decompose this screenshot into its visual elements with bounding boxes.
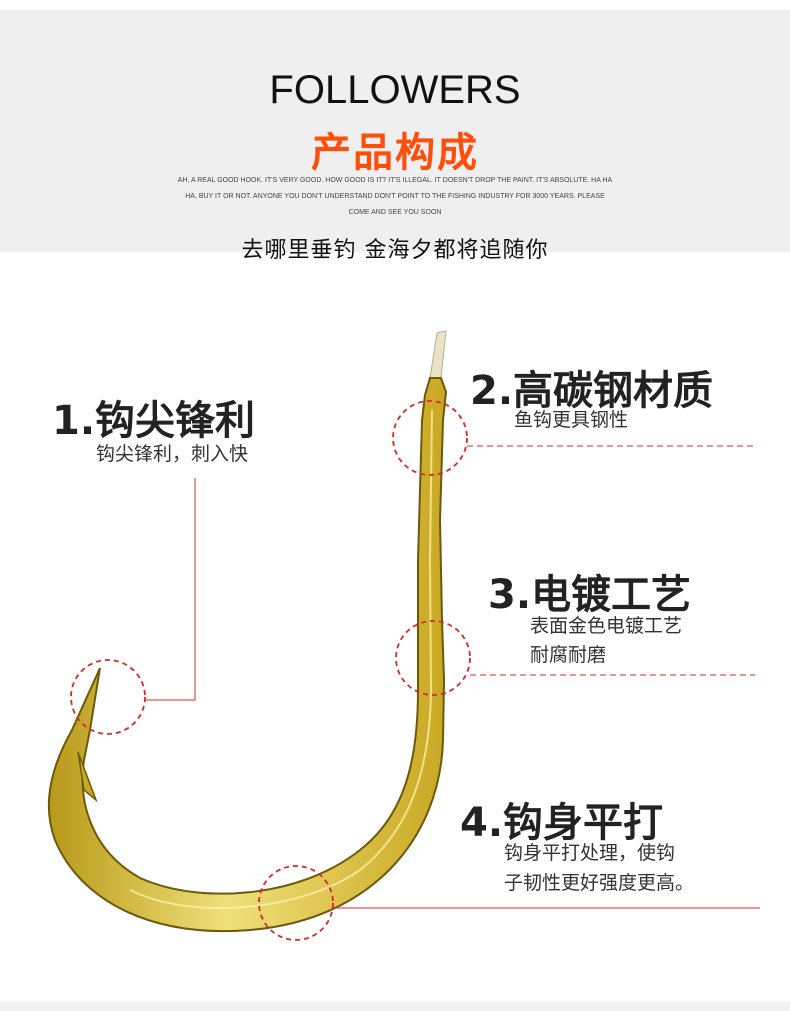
hook-eye-icon — [429, 330, 447, 379]
header-banner: FOLLOWERS 产品构成 AH, A REAL GOOD HOOK. IT'… — [0, 10, 790, 263]
slogan: 去哪里垂钓 金海夕都将追随你 — [241, 238, 549, 263]
hook-body-icon — [47, 377, 448, 932]
feature-desc-plating-1: 表面金色电镀工艺 — [530, 615, 683, 637]
blurb-line: AH, A REAL GOOD HOOK. IT'S VERY GOOD. HO… — [177, 177, 613, 184]
callout-circle-plating-icon — [395, 620, 471, 696]
leader-line-point-icon — [145, 478, 196, 701]
feature-title-body: 4.钩身平打 — [460, 800, 664, 846]
blurb-text: AH, A REAL GOOD HOOK. IT'S VERY GOOD. HO… — [150, 173, 640, 221]
callout-circle-body-icon — [258, 865, 334, 941]
feature-title-point: 1.钩尖锋利 — [52, 398, 256, 444]
callout-circle-point-icon — [70, 659, 146, 735]
feature-desc-point: 钩尖锋利，刺入快 — [96, 443, 249, 465]
feature-title-material: 2.高碳钢材质 — [470, 368, 714, 414]
hook-highlight-icon — [129, 409, 433, 909]
feature-desc-material: 鱼钩更具钢性 — [514, 409, 629, 431]
title-en: FOLLOWERS — [269, 68, 521, 112]
footer-strip — [0, 1001, 790, 1011]
blurb-line: HA, BUY IT OR NOT. ANYONE YOU DON'T UNDE… — [185, 193, 605, 200]
hook-barb-icon — [77, 751, 98, 803]
feature-desc-plating-2: 耐腐耐磨 — [530, 644, 607, 666]
feature-desc-body-2: 子韧性更好强度更高。 — [504, 872, 695, 894]
callout-circle-material-icon — [392, 400, 468, 476]
feature-desc-body-1: 钩身平打处理，使钩 — [504, 842, 676, 864]
feature-title-plating: 3.电镀工艺 — [488, 572, 692, 618]
blurb-line: COME AND SEE YOU SOON — [348, 209, 442, 216]
title-cn: 产品构成 — [311, 130, 479, 176]
